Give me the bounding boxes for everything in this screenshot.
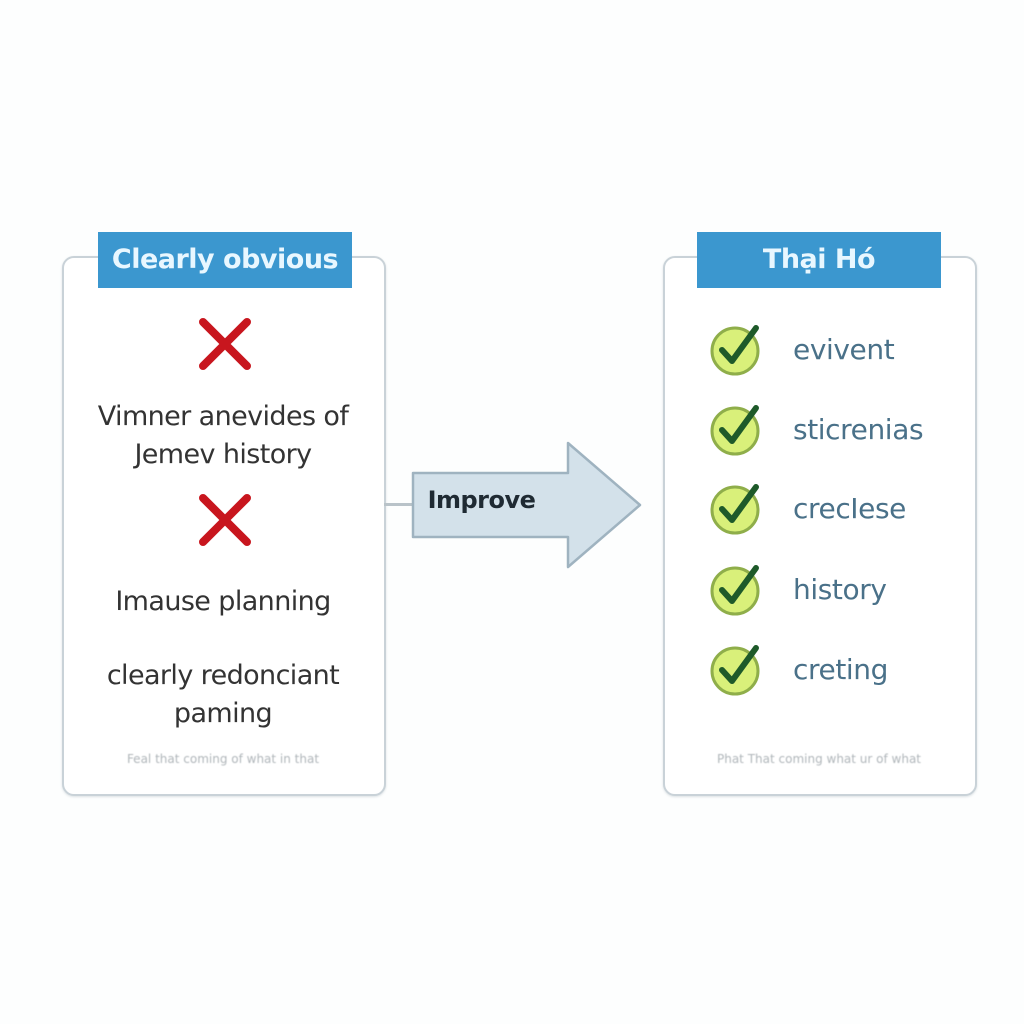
problem-item-3-line-2: paming [173, 698, 273, 729]
solution-item: creting [708, 641, 888, 697]
problem-item-3: clearly redonciant paming [64, 657, 382, 733]
solution-item-label: evivent [793, 332, 895, 366]
solution-item-label: crecIese [793, 491, 907, 525]
solutions-panel-footnote: Phat That coming what ur of what [716, 752, 922, 766]
problem-item-3-line-1: clearly redonciant [106, 660, 340, 691]
check-circle-icon [710, 565, 760, 616]
problems-panel-footnote: Feal that coming of what in that [126, 752, 320, 766]
problem-item-2-line-1: Imause planning [115, 586, 331, 617]
connector-line [384, 503, 416, 506]
check-circle-icon [710, 325, 760, 376]
solution-item-label: history [793, 572, 887, 606]
problem-item-2: Imause planning [64, 583, 382, 621]
solution-item: sticrenias [708, 401, 924, 457]
solutions-panel-header: Thại Hó [697, 232, 941, 288]
problem-item-1-line-1: Vimner anevides of [97, 401, 349, 432]
problem-item-1-line-2: Jemev history [134, 439, 312, 470]
solutions-panel [663, 256, 977, 796]
improve-label: Improve [427, 486, 536, 514]
solution-item: crecIese [708, 480, 906, 536]
check-circle-icon [710, 484, 760, 535]
solution-item: evivent [708, 321, 895, 377]
problems-panel-header: Clearly obvious [98, 232, 352, 288]
problem-item-1: Vimner anevides of Jemev history [64, 398, 382, 474]
check-circle-icon [710, 405, 760, 456]
arrow-right-icon [411, 441, 642, 569]
solution-item: history [708, 561, 887, 617]
x-icon [199, 318, 251, 370]
x-icon [199, 494, 251, 546]
check-circle-icon [710, 645, 760, 696]
solution-item-label: sticrenias [793, 412, 924, 446]
solution-item-label: creting [793, 652, 888, 686]
